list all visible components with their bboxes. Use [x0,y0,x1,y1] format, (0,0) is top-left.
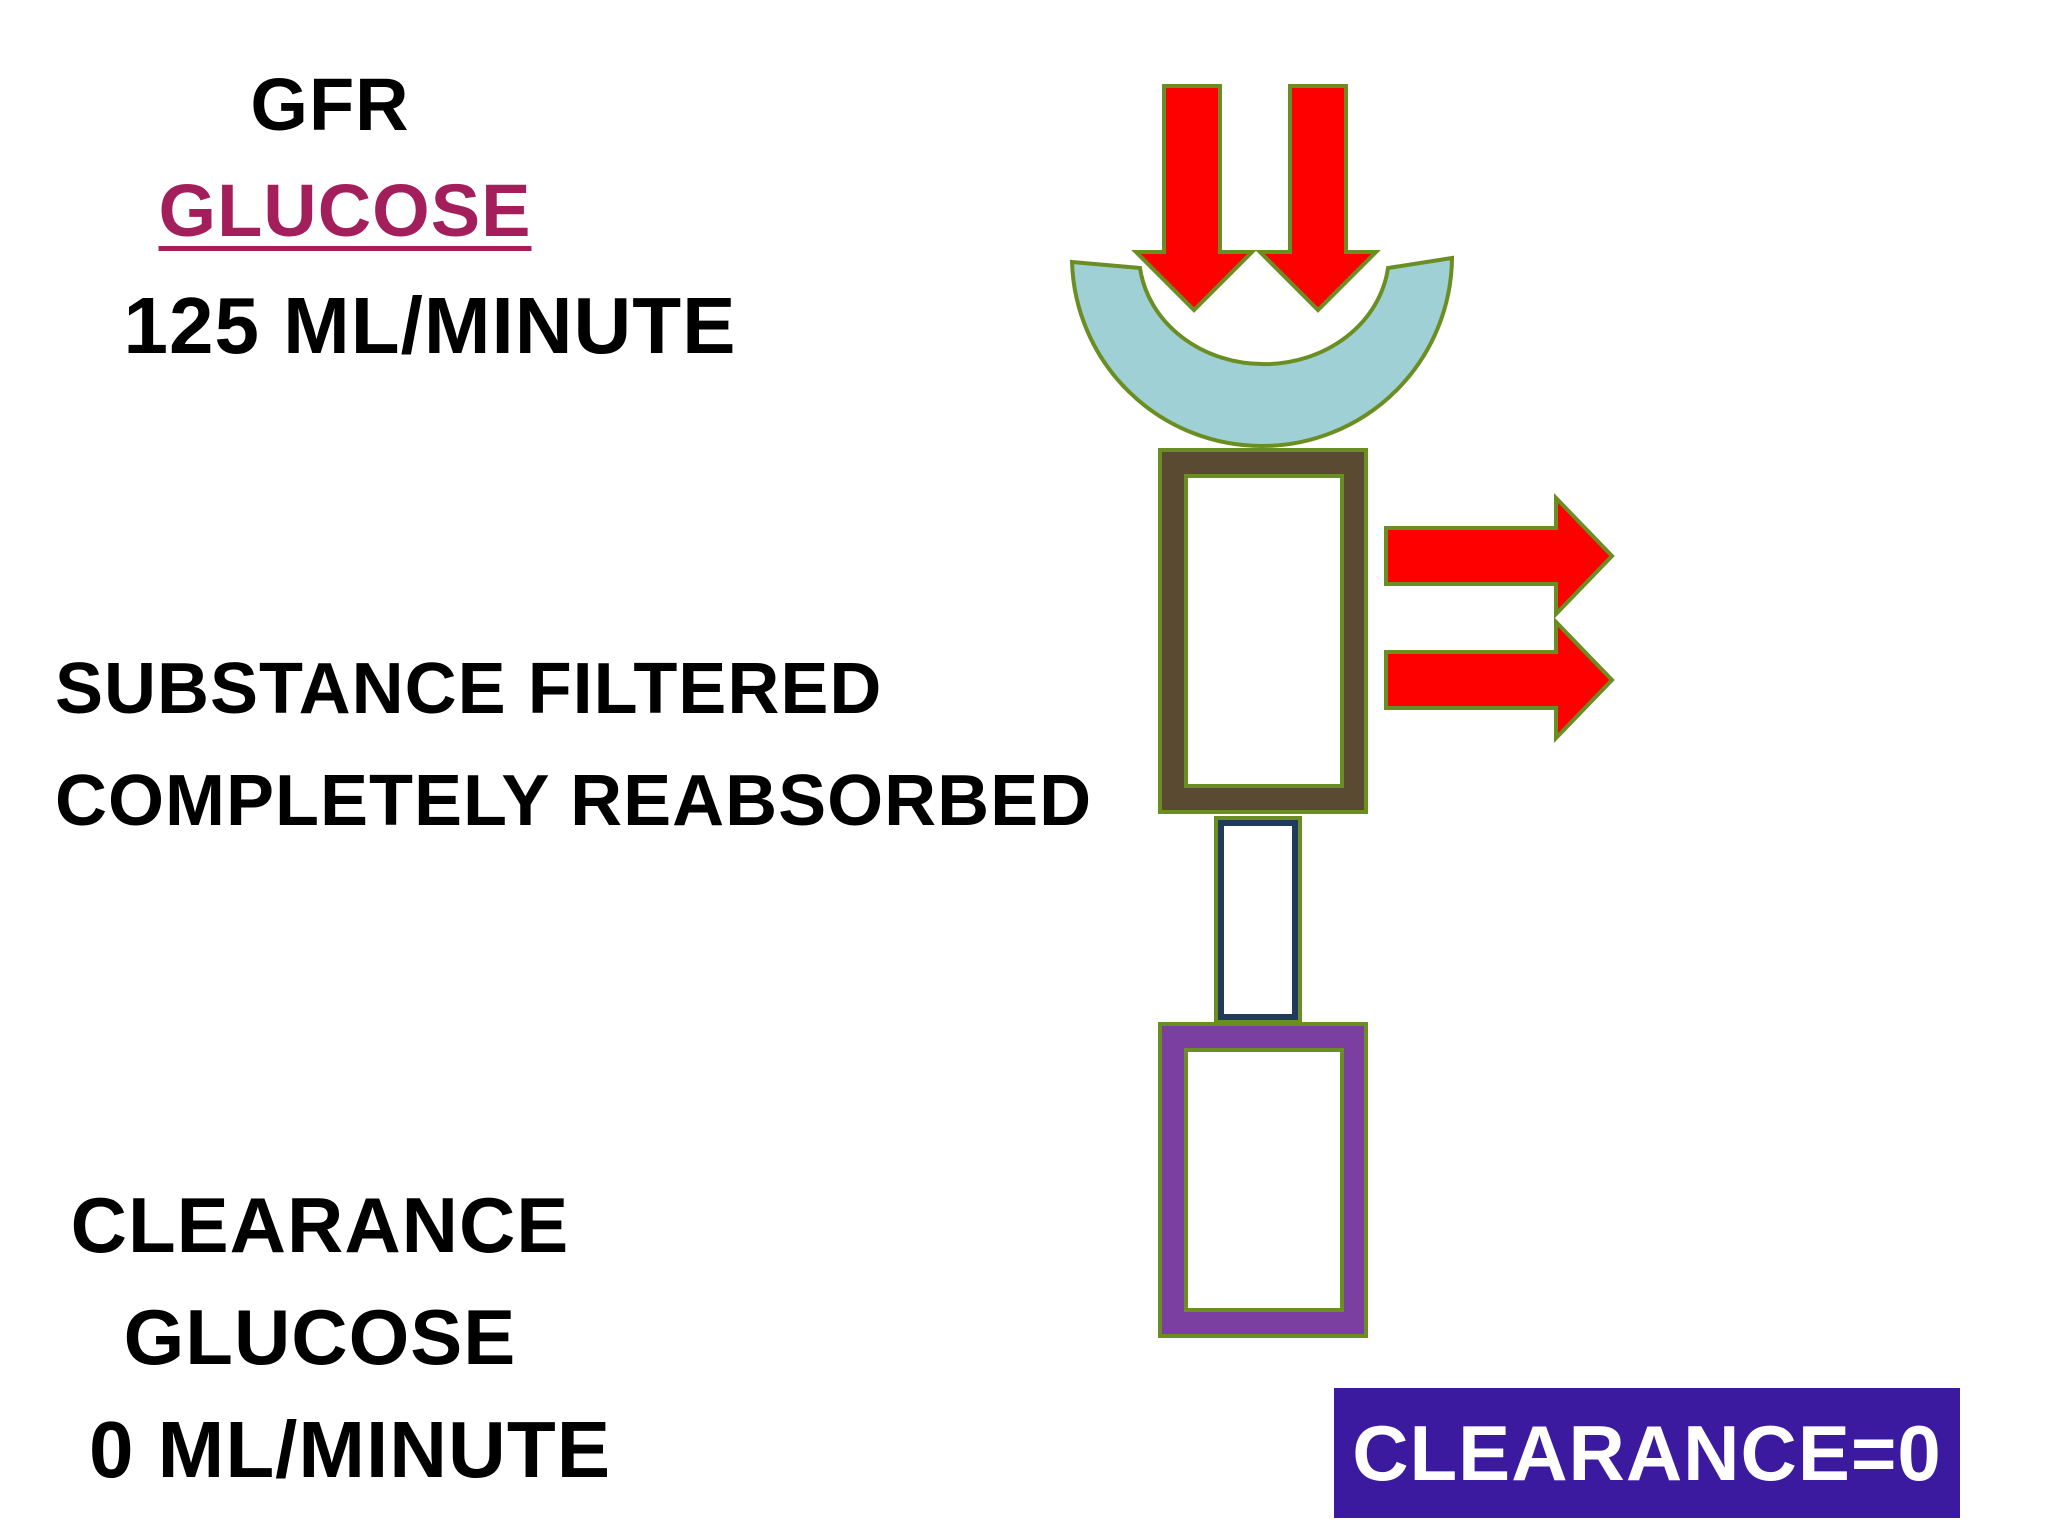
clearance-badge: CLEARANCE=0 [1334,1388,1960,1518]
proximal-tubule-lumen [1184,474,1344,788]
reabsorption-arrow-lower [1384,617,1615,743]
clearance-badge-label: CLEARANCE=0 [1352,1408,1942,1497]
filtration-arrow-right [1255,84,1381,313]
gfr-title: GFR [250,63,410,146]
filtration-arrow-left [1131,84,1257,313]
distal-tubule-lumen [1184,1048,1344,1312]
loop-of-henle-lumen [1224,826,1292,1014]
gfr-rate: 125 ML/MINUTE [123,281,737,370]
reabsorption-arrow-upper [1384,493,1615,619]
gfr-substance: GLUCOSE [158,169,532,252]
completely-reabsorbed-text: COMPLETELY REABSORBED [55,761,1093,841]
bowman-capsule-cup [1069,255,1455,449]
clearance-substance: GLUCOSE [123,1293,517,1381]
substance-filtered-text: SUBSTANCE FILTERED [55,649,883,729]
clearance-label: CLEARANCE [70,1181,570,1269]
clearance-rate: 0 ML/MINUTE [88,1405,612,1494]
